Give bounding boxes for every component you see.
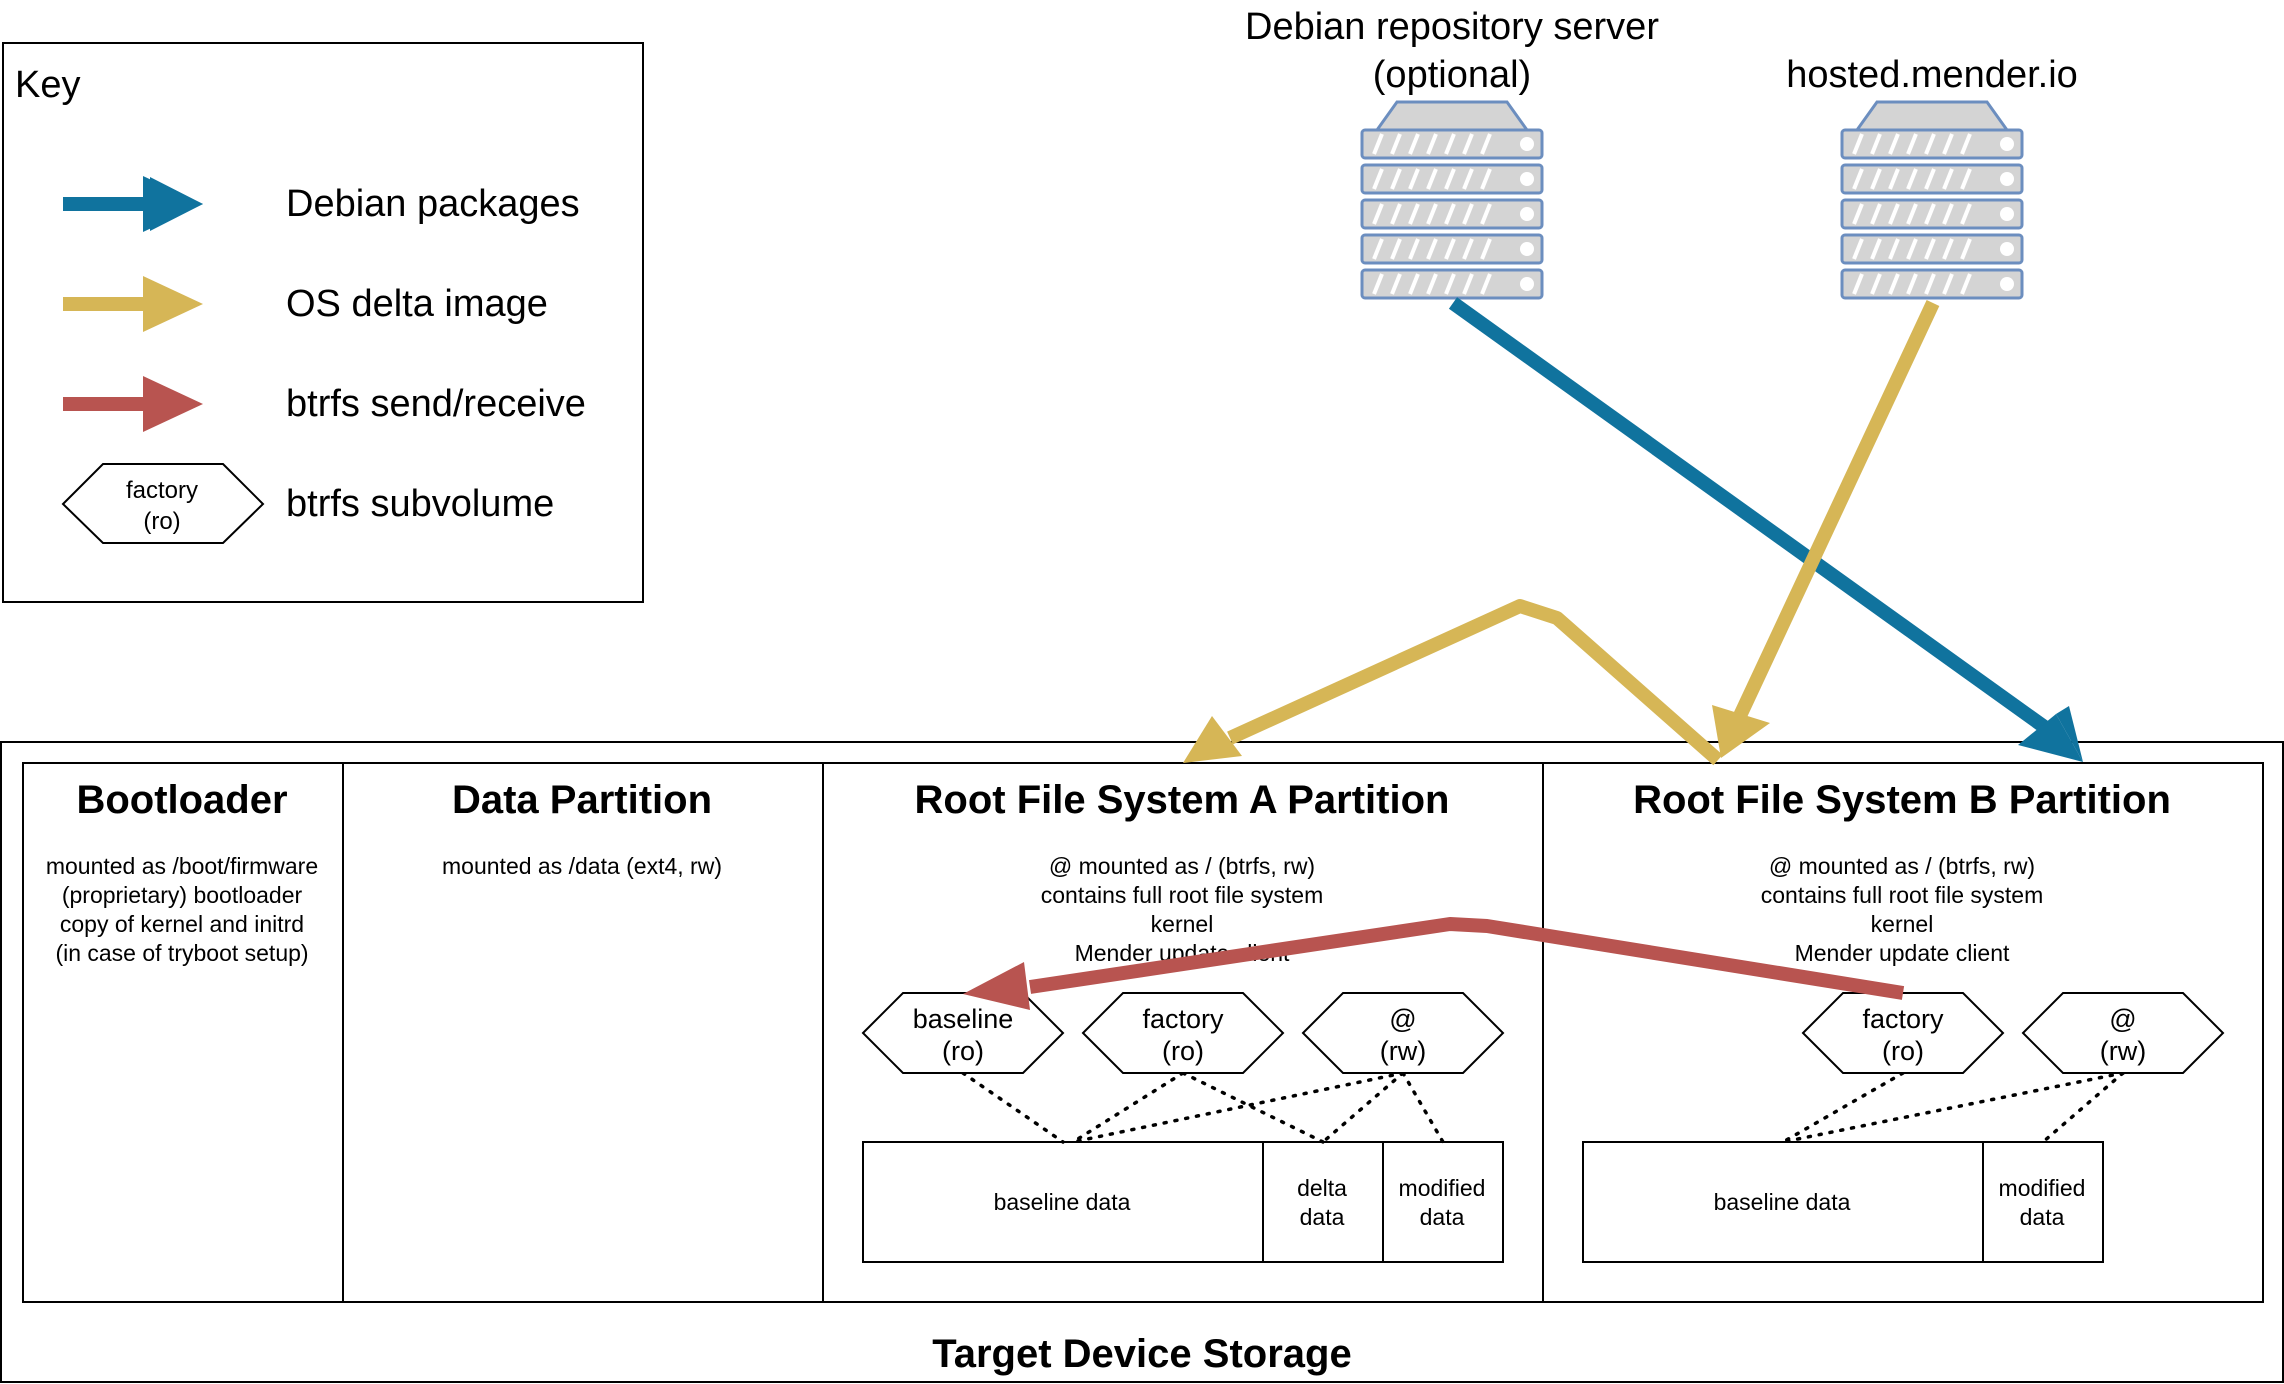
rootfs-b-title: Root File System B Partition <box>1633 778 2171 822</box>
data-cell-delta: data <box>1300 1204 1345 1230</box>
hex-line: @ <box>2109 1004 2136 1034</box>
key-item-debian: Debian packages <box>63 176 580 232</box>
hex-line: (ro) <box>942 1036 984 1066</box>
key-item-btrfs: btrfs send/receive <box>63 376 586 432</box>
subvolume-at-a: @ (rw) <box>1301 992 1505 1074</box>
hex-line: (rw) <box>2100 1036 2146 1066</box>
bootloader-partition: Bootloader mounted as /boot/firmware (pr… <box>46 778 318 966</box>
os-delta-arrow-to-b <box>1712 300 1940 758</box>
key-label-debian: Debian packages <box>286 183 580 225</box>
data-partition-line: mounted as /data (ext4, rw) <box>442 853 722 879</box>
data-partition-title: Data Partition <box>452 778 712 822</box>
rootfs-b-line: contains full root file system <box>1761 882 2044 908</box>
key-title: Key <box>15 64 80 106</box>
target-device-storage: Target Device Storage Bootloader mounted… <box>0 741 2284 1383</box>
subvolume-hexagon-icon <box>61 463 265 544</box>
debian-packages-arrow <box>1448 297 2083 762</box>
key-frame <box>2 42 644 603</box>
hex-line: @ <box>1389 1004 1416 1034</box>
bootloader-line: (in case of tryboot setup) <box>55 940 308 966</box>
data-partition: Data Partition mounted as /data (ext4, r… <box>442 778 722 879</box>
hex-line: baseline <box>913 1004 1014 1034</box>
rootfs-a-subvolume-links <box>961 1071 1445 1144</box>
data-cell-delta: delta <box>1297 1175 1347 1201</box>
storage-outer-frame <box>0 741 2284 1383</box>
debian-server: Debian repository server (optional) <box>1245 6 1659 300</box>
hex-line: (ro) <box>1162 1036 1204 1066</box>
btrfs-send-receive-arrow <box>963 917 1905 1010</box>
storage-title: Target Device Storage <box>932 1332 1351 1376</box>
key-hex-line2: (ro) <box>143 508 180 535</box>
rootfs-a-line: contains full root file system <box>1041 882 1324 908</box>
rootfs-b-line: Mender update client <box>1795 940 2010 966</box>
key-label-delta: OS delta image <box>286 283 548 325</box>
subvolume-factory-a: factory (ro) <box>1081 992 1285 1074</box>
rootfs-b-line: @ mounted as / (btrfs, rw) <box>1769 853 2035 879</box>
bootloader-title: Bootloader <box>76 778 287 822</box>
data-cell-modified: data <box>1420 1204 1465 1230</box>
hex-line: (rw) <box>1380 1036 1426 1066</box>
subvolume-at-b: @ (rw) <box>2021 992 2225 1074</box>
data-cell-modified: modified <box>1999 1175 2086 1201</box>
hex-line: factory <box>1862 1004 1944 1034</box>
rootfs-b-partition: Root File System B Partition @ mounted a… <box>1582 778 2225 1263</box>
data-cell-modified: modified <box>1399 1175 1486 1201</box>
rootfs-a-data-blocks: baseline data delta data modified data <box>862 1141 1504 1263</box>
rootfs-a-line: kernel <box>1151 911 1214 937</box>
data-cell-modified: data <box>2020 1204 2065 1230</box>
hex-line: (ro) <box>1882 1036 1924 1066</box>
bootloader-line: (proprietary) bootloader <box>62 882 303 908</box>
server-icon <box>1360 100 1544 300</box>
data-cell-baseline: baseline data <box>1714 1189 1851 1215</box>
debian-server-label-line2: (optional) <box>1373 54 1531 96</box>
rootfs-a-partition: Root File System A Partition @ mounted a… <box>861 778 1505 1263</box>
debian-server-label-line1: Debian repository server <box>1245 6 1659 48</box>
key-legend: Key Debian packages OS delta image btrfs… <box>2 42 644 603</box>
rootfs-a-title: Root File System A Partition <box>915 778 1450 822</box>
data-cell-baseline: baseline data <box>994 1189 1131 1215</box>
hex-line: factory <box>1142 1004 1224 1034</box>
bootloader-line: mounted as /boot/firmware <box>46 853 318 879</box>
key-item-delta: OS delta image <box>63 276 548 332</box>
rootfs-a-line: @ mounted as / (btrfs, rw) <box>1049 853 1315 879</box>
bootloader-line: copy of kernel and initrd <box>60 911 304 937</box>
rootfs-b-line: kernel <box>1871 911 1934 937</box>
key-item-subvolume: factory (ro) btrfs subvolume <box>61 463 554 544</box>
subvolume-factory-b: factory (ro) <box>1801 992 2005 1074</box>
key-hex-line1: factory <box>126 477 198 504</box>
mender-server: hosted.mender.io <box>1786 54 2078 300</box>
os-delta-arrow-to-a <box>1183 599 1723 766</box>
subvolume-baseline-a: baseline (ro) <box>861 992 1065 1074</box>
key-label-btrfs: btrfs send/receive <box>286 383 586 425</box>
rootfs-b-data-blocks: baseline data modified data <box>1582 1141 2104 1263</box>
server-icon <box>1840 100 2024 300</box>
rootfs-b-subvolume-links <box>1781 1071 2125 1144</box>
partitions-frame <box>22 762 2264 1303</box>
mender-server-label: hosted.mender.io <box>1786 54 2078 96</box>
key-label-subvolume: btrfs subvolume <box>286 483 554 525</box>
